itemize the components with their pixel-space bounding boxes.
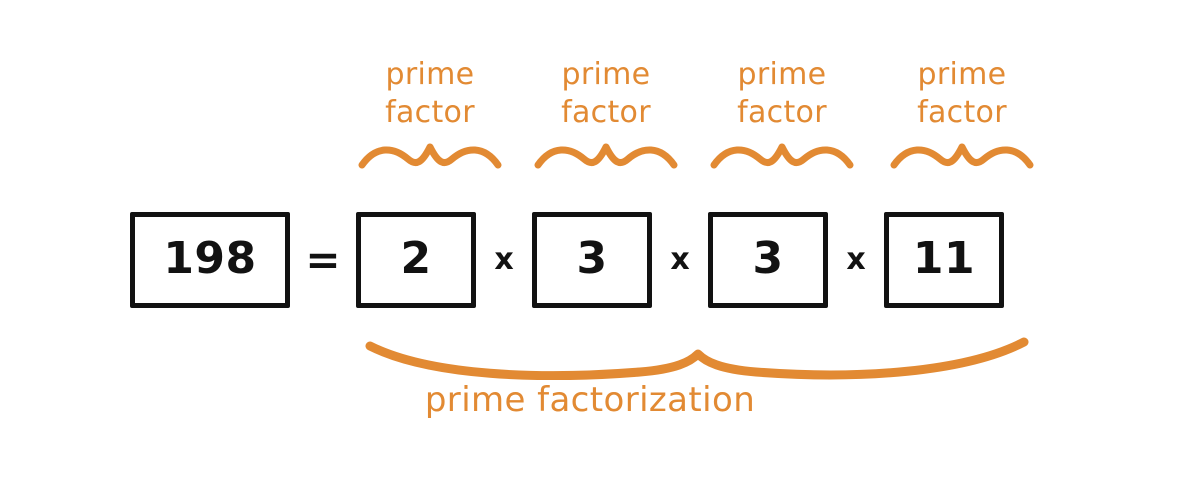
callout-label-4: prime factor xyxy=(917,57,1007,131)
factor-box-1: 2 xyxy=(356,212,477,310)
equation-row: 198 = 2 x 3 x 3 x 11 xyxy=(130,212,1005,312)
factor-value-4: 11 xyxy=(912,233,976,284)
product-box-198: 198 xyxy=(130,212,291,310)
factor-value-2: 3 xyxy=(576,233,608,284)
times-sign-1: x xyxy=(494,242,514,277)
callout-prime-factor-1: prime factor xyxy=(350,56,510,173)
equals-sign: = xyxy=(305,235,341,284)
squiggle-underline-icon xyxy=(890,143,1034,169)
prime-factorization-brace xyxy=(360,332,1035,380)
squiggle-underline-icon xyxy=(710,143,854,169)
factor-value-3: 3 xyxy=(752,233,784,284)
callout-prime-factor-3: prime factor xyxy=(702,56,862,173)
callout-prime-factor-2: prime factor xyxy=(526,56,686,173)
factor-box-3: 3 xyxy=(708,212,829,310)
callout-prime-factor-4: prime factor xyxy=(882,56,1042,173)
times-sign-3: x xyxy=(846,242,866,277)
squiggle-underline-icon xyxy=(534,143,678,169)
factor-value-1: 2 xyxy=(400,233,432,284)
product-value: 198 xyxy=(163,233,257,284)
callout-label-1: prime factor xyxy=(385,57,475,131)
times-sign-2: x xyxy=(670,242,690,277)
caption-text: prime factorization xyxy=(424,380,756,420)
prime-factorization-caption: prime factorization xyxy=(0,380,1180,420)
factor-box-4: 11 xyxy=(884,212,1005,310)
squiggle-underline-icon xyxy=(358,143,502,169)
callout-label-3: prime factor xyxy=(737,57,827,131)
callout-label-2: prime factor xyxy=(561,57,651,131)
factor-box-2: 3 xyxy=(532,212,653,310)
